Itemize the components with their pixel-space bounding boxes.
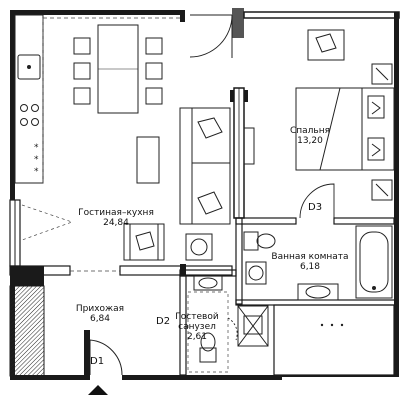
- svg-text:*: *: [34, 167, 39, 177]
- room-label-hall: Прихожая 6,84: [70, 304, 130, 324]
- wc-column: [180, 264, 186, 276]
- room-label-guest-wc: Гостевой санузел 2,61: [172, 312, 222, 342]
- room-area-bathroom: 6,18: [299, 262, 321, 272]
- room-label-bedroom: Спальня 13,20: [280, 126, 340, 146]
- wall-column: [10, 266, 44, 286]
- door-label-d2: D2: [156, 316, 171, 327]
- outer-walls: [10, 8, 400, 380]
- room-name-guest-wc: Гостевой санузел: [175, 312, 219, 332]
- guest-wc-dashed: [187, 291, 229, 373]
- coffee-table: [136, 136, 160, 184]
- tv-unit: [243, 127, 255, 165]
- bedroom-door-swing: [299, 183, 335, 219]
- room-area-hall: 6,84: [89, 314, 111, 324]
- entrance-door-swing: [89, 339, 123, 376]
- window-left: [9, 199, 21, 267]
- guest-wc-door-swing: [227, 317, 238, 341]
- svg-text:*: *: [34, 155, 39, 165]
- room-area-guest-wc: 2,61: [186, 332, 208, 342]
- guest-wc-fixtures: [193, 275, 223, 363]
- room-name-hall: Прихожая: [75, 304, 125, 314]
- door-label-d3: D3: [308, 202, 323, 213]
- hatched-wall-block: [9, 285, 45, 377]
- tv-console-outline: [21, 204, 74, 241]
- partition-wall: [230, 87, 248, 219]
- ventilation-shaft: [237, 305, 269, 347]
- room-name-bedroom: Спальня: [289, 126, 331, 136]
- bedroom-furniture: [295, 29, 395, 201]
- vanity-dots: [320, 323, 344, 327]
- sofa: [179, 107, 231, 225]
- door-label-d1: D1: [90, 356, 105, 367]
- bathroom-fixtures: [243, 225, 393, 301]
- room-name-living: Гостиная–кухня: [78, 208, 154, 218]
- kitchen-counter: * * *: [14, 14, 44, 184]
- room-area-bedroom: 13,20: [297, 136, 323, 146]
- bathroom-walls: [235, 217, 397, 376]
- room-area-living: 24,84: [103, 218, 129, 228]
- upper-cabinets-outline: [42, 17, 180, 183]
- entrance-door-jamb: [84, 330, 90, 377]
- dining-table: [73, 24, 163, 114]
- svg-text:*: *: [34, 143, 39, 153]
- balcony-door-swing: [189, 14, 233, 58]
- room-label-bathroom: Ванная комната 6,18: [262, 252, 358, 272]
- room-name-bathroom: Ванная комната: [271, 252, 349, 262]
- armchair: [123, 223, 165, 261]
- entrance-arrow-icon: [88, 385, 108, 395]
- pouf: [185, 233, 213, 261]
- room-label-living: Гостиная–кухня 24,84: [76, 208, 156, 228]
